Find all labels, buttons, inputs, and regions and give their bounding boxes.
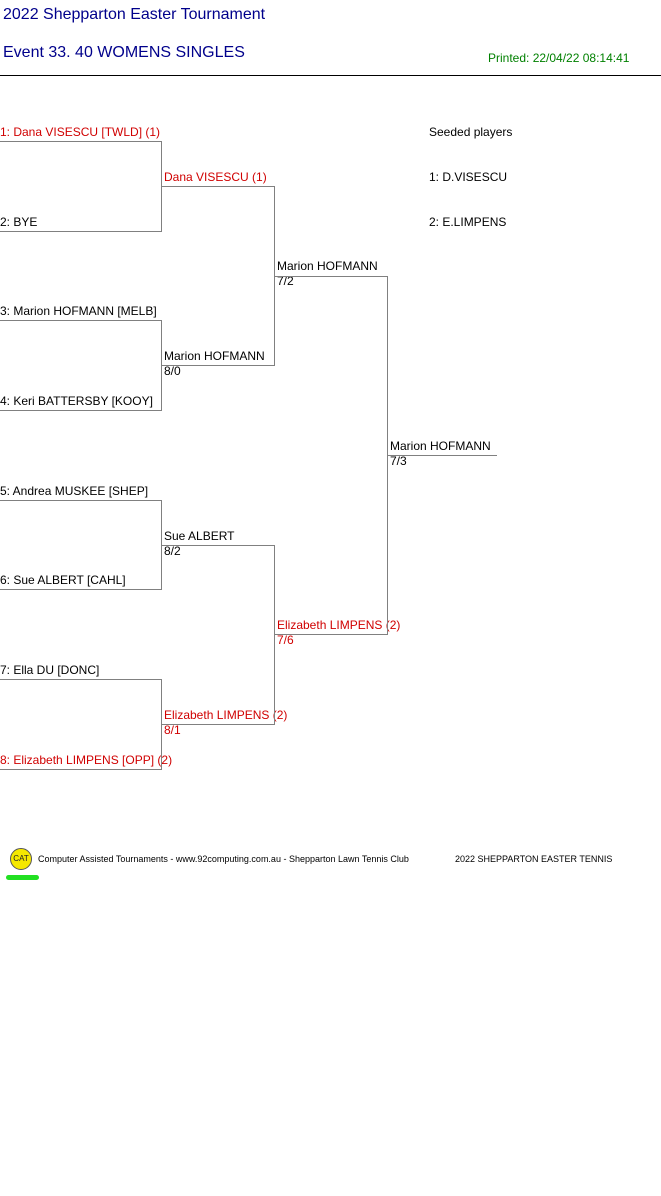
bracket-line <box>161 320 162 411</box>
seeds-title: Seeded players <box>429 125 513 139</box>
bracket-line <box>387 276 388 635</box>
draw-entry-4: 4: Keri BATTERSBY [KOOY] <box>0 394 153 408</box>
seed-item-2: 2: E.LIMPENS <box>429 215 507 229</box>
bracket-line <box>162 365 275 366</box>
semi-winner-1: Marion HOFMANN <box>277 259 378 273</box>
round2-score-3: 8/2 <box>164 544 181 558</box>
seed-item-1: 1: D.VISESCU <box>429 170 508 184</box>
round2-winner-2: Marion HOFMANN <box>164 349 265 363</box>
final-winner: Marion HOFMANN <box>390 439 491 453</box>
round2-winner-1: Dana VISESCU (1) <box>164 170 267 184</box>
semi-winner-2: Elizabeth LIMPENS (2) <box>277 618 401 632</box>
cat-logo-icon: CAT <box>10 848 32 870</box>
draw-entry-5: 5: Andrea MUSKEE [SHEP] <box>0 484 149 498</box>
footer-credit: Computer Assisted Tournaments - www.92co… <box>38 854 409 864</box>
draw-entry-3: 3: Marion HOFMANN [MELB] <box>0 304 157 318</box>
semi-score-2: 7/6 <box>277 633 294 647</box>
round2-score-2: 8/0 <box>164 364 181 378</box>
bracket-line <box>162 545 275 546</box>
bracket-line <box>0 769 162 770</box>
draw-entry-2: 2: BYE <box>0 215 38 229</box>
bracket-line <box>274 186 275 366</box>
bracket-line <box>0 679 162 680</box>
printed-timestamp: Printed: 22/04/22 08:14:41 <box>488 51 630 65</box>
draw-entry-8: 8: Elizabeth LIMPENS [OPP] (2) <box>0 753 173 767</box>
bracket-line <box>0 589 162 590</box>
bracket-line <box>388 455 497 456</box>
tournament-title: 2022 Shepparton Easter Tournament <box>3 6 266 23</box>
bracket-line <box>274 545 275 725</box>
bracket-line <box>0 410 162 411</box>
final-score: 7/3 <box>390 454 407 468</box>
bracket-line <box>0 141 162 142</box>
bracket-line <box>161 679 162 770</box>
footer-tournament: 2022 SHEPPARTON EASTER TENNIS <box>455 854 613 864</box>
round2-winner-3: Sue ALBERT <box>164 529 235 543</box>
bracket-line <box>0 320 162 321</box>
draw-entry-6: 6: Sue ALBERT [CAHL] <box>0 573 126 587</box>
bracket-line <box>161 141 162 232</box>
draw-entry-7: 7: Ella DU [DONC] <box>0 663 100 677</box>
round2-winner-4: Elizabeth LIMPENS (2) <box>164 708 288 722</box>
bracket-line <box>0 231 162 232</box>
draw-entry-1: 1: Dana VISESCU [TWLD] (1) <box>0 125 161 139</box>
bracket-line <box>162 724 275 725</box>
header-divider <box>0 75 661 76</box>
bracket-line <box>161 500 162 590</box>
bracket-line <box>275 634 388 635</box>
logo-swoosh <box>6 875 39 880</box>
event-title: Event 33. 40 WOMENS SINGLES <box>3 44 245 61</box>
round2-score-4: 8/1 <box>164 723 181 737</box>
bracket-line <box>0 500 162 501</box>
bracket-line <box>275 276 388 277</box>
semi-score-1: 7/2 <box>277 274 294 288</box>
bracket-line <box>162 186 275 187</box>
